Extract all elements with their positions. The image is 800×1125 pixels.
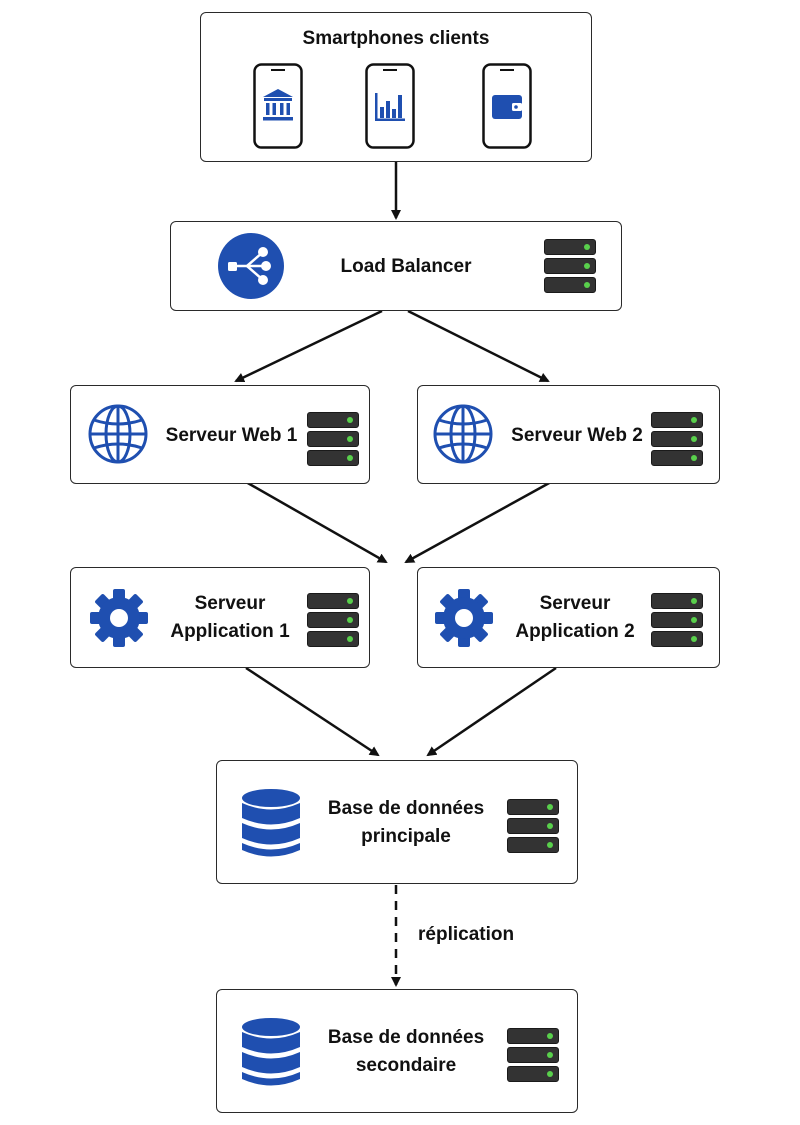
db-primary-line2: principale — [361, 826, 451, 847]
web-server-1-node[interactable]: Serveur Web 1 — [70, 385, 370, 484]
clients-title: Smartphones clients — [302, 28, 490, 49]
server-rack-icon — [544, 239, 596, 296]
db-primary-title: Base de données principale — [311, 795, 501, 851]
edge-lb-to-web2 — [407, 309, 550, 383]
app-server-1-line2: Application 1 — [170, 621, 290, 642]
server-rack-icon — [307, 412, 359, 469]
edge-web1-to-app — [245, 480, 388, 564]
globe-icon — [88, 404, 148, 464]
replication-label: réplication — [418, 924, 515, 945]
app-server-2-line2: Application 2 — [515, 621, 635, 642]
web-server-1-title: Serveur Web 1 — [165, 425, 298, 446]
edge-app2-to-db — [426, 666, 557, 757]
app-server-1-title: Serveur Application 1 — [157, 590, 303, 646]
bank-icon — [253, 63, 303, 149]
db-secondary-title: Base de données secondaire — [311, 1024, 501, 1080]
app-server-2-title: Serveur Application 2 — [502, 590, 648, 646]
db-primary-line1: Base de données — [327, 798, 485, 819]
database-icon — [242, 1018, 300, 1086]
bar-chart-icon — [365, 63, 415, 149]
clients-node[interactable]: Smartphones clients — [200, 12, 592, 162]
web-server-2-node[interactable]: Serveur Web 2 — [417, 385, 720, 484]
app-server-1-node[interactable]: Serveur Application 1 — [70, 567, 370, 668]
db-secondary-node[interactable]: Base de données secondaire — [216, 989, 578, 1113]
edge-lb-to-web1 — [234, 309, 383, 383]
gear-icon — [90, 589, 148, 647]
db-primary-node[interactable]: Base de données principale — [216, 760, 578, 884]
server-rack-icon — [507, 799, 559, 856]
edge-app1-to-db — [245, 666, 380, 757]
web-server-2-title: Serveur Web 2 — [511, 425, 643, 446]
globe-icon — [433, 404, 493, 464]
load-balancer-icon — [218, 233, 284, 299]
server-rack-icon — [651, 412, 703, 469]
server-rack-icon — [307, 593, 359, 650]
server-rack-icon — [651, 593, 703, 650]
load-balancer-node[interactable]: Load Balancer — [170, 221, 622, 311]
server-rack-icon — [507, 1028, 559, 1085]
app-server-2-node[interactable]: Serveur Application 2 — [417, 567, 720, 668]
db-secondary-line1: Base de données — [327, 1027, 485, 1048]
database-icon — [242, 789, 300, 857]
db-secondary-line2: secondaire — [355, 1055, 457, 1076]
app-server-1-line1: Serveur — [194, 593, 266, 614]
gear-icon — [435, 589, 493, 647]
wallet-icon — [482, 63, 532, 149]
load-balancer-title: Load Balancer — [340, 256, 472, 277]
app-server-2-line1: Serveur — [539, 593, 611, 614]
edge-web2-to-app — [404, 480, 552, 564]
